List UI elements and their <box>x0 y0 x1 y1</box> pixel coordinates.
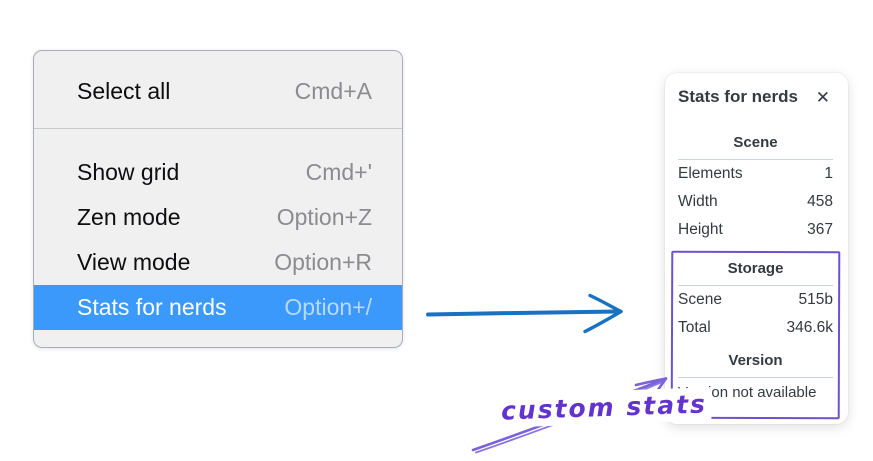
close-icon[interactable]: ✕ <box>815 87 830 107</box>
panel-header: Stats for nerds ✕ <box>678 87 833 107</box>
stat-row-height: Height 367 <box>678 216 833 244</box>
menu-item-view-mode[interactable]: View mode Option+R <box>34 240 402 285</box>
menu-item-shortcut: Cmd+A <box>294 78 372 104</box>
menu-item-label: View mode <box>77 249 191 275</box>
menu-item-shortcut: Option+Z <box>276 204 372 230</box>
section-title-version: Version <box>728 352 783 369</box>
menu-divider <box>34 128 402 129</box>
section-divider <box>678 377 833 378</box>
stat-value: 346.6k <box>786 319 833 336</box>
section-divider <box>678 285 833 286</box>
stat-row-elements: Elements 1 <box>678 160 833 188</box>
panel-title: Stats for nerds <box>678 87 798 106</box>
stat-row-width: Width 458 <box>678 188 833 216</box>
menu-item-zen-mode[interactable]: Zen mode Option+Z <box>34 195 402 240</box>
stats-for-nerds-panel: Stats for nerds ✕ Scene Elements 1 Width… <box>665 73 848 424</box>
stat-value: 1 <box>824 165 833 182</box>
stat-label: Width <box>678 193 718 210</box>
menu-item-select-all[interactable]: Select all Cmd+A <box>34 69 402 114</box>
stat-row-total-storage: Total 346.6k <box>678 314 833 342</box>
menu-item-label: Stats for nerds <box>77 294 227 320</box>
menu-item-shortcut: Option+/ <box>284 294 372 320</box>
stat-row-scene-storage: Scene 515b <box>678 286 833 314</box>
stat-label: Scene <box>678 291 722 308</box>
menu-item-stats-for-nerds[interactable]: Stats for nerds Option+/ <box>34 285 402 330</box>
section-title-storage: Storage <box>727 260 784 277</box>
menu-item-label: Zen mode <box>77 204 181 230</box>
menu-item-show-grid[interactable]: Show grid Cmd+' <box>34 150 402 195</box>
menu-item-label: Select all <box>77 78 171 104</box>
stat-value: 458 <box>807 193 833 210</box>
section-title-scene: Scene <box>733 134 778 151</box>
version-note: Version not available <box>678 383 817 401</box>
stat-value: 367 <box>807 221 833 238</box>
stat-value: 515b <box>798 291 833 308</box>
stat-label: Height <box>678 221 723 238</box>
context-menu: Select all Cmd+A Show grid Cmd+' Zen mod… <box>33 50 403 348</box>
section-divider <box>678 159 833 160</box>
stat-label: Elements <box>678 165 743 182</box>
menu-item-shortcut: Cmd+' <box>305 159 372 185</box>
menu-item-shortcut: Option+R <box>274 249 372 275</box>
menu-item-label: Show grid <box>77 159 180 185</box>
stat-label: Total <box>678 319 711 336</box>
